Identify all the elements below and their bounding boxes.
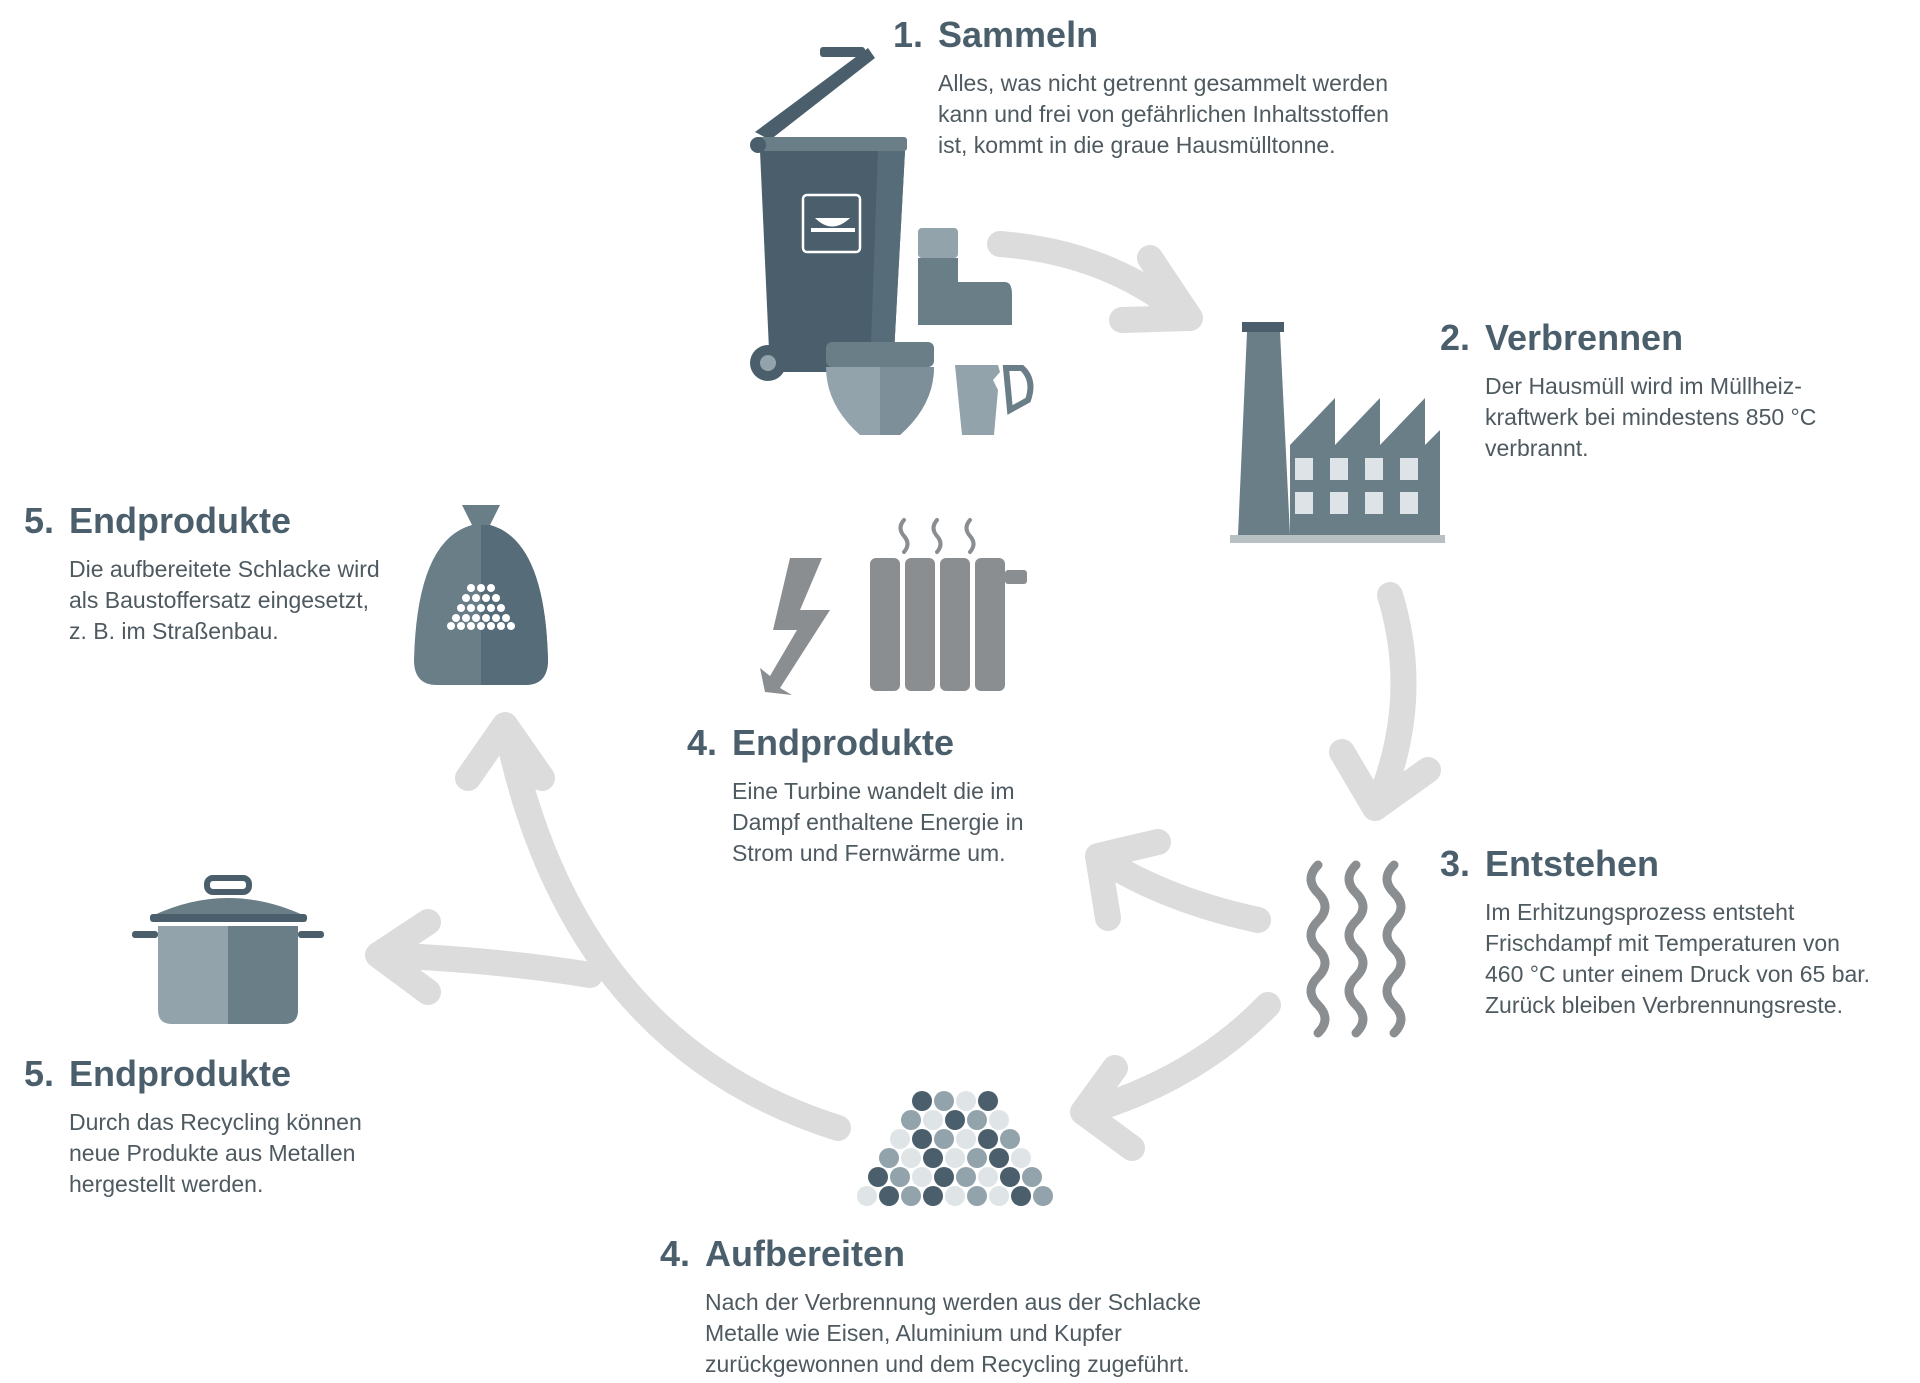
description-line: verbrannt. (1485, 435, 1589, 461)
step-description: Eine Turbine wandelt die im Dampf enthal… (732, 776, 1024, 869)
description-line: Alles, was nicht getrennt gesammelt werd… (938, 70, 1388, 96)
description-line: ist, kommt in die graue Hausmülltonne. (938, 132, 1336, 158)
step-title: Entstehen (1485, 843, 1660, 884)
arrow-entstehen-aufbereiten-head (1070, 1055, 1145, 1161)
steam-icon (1306, 860, 1406, 1038)
description-line: als Baustoffersatz eingesetzt, (69, 587, 370, 613)
description-line: Frischdampf mit Temperaturen von (1485, 930, 1840, 956)
description-line: z. B. im Straßenbau. (69, 618, 279, 644)
metal-pile-icon (857, 1091, 1053, 1206)
step-description: Die aufbereitete Schlacke wird als Baust… (69, 554, 380, 647)
step-title: Endprodukte (732, 722, 954, 763)
trash-bin-icon (750, 47, 907, 381)
description-line: Eine Turbine wandelt die im (732, 778, 1015, 804)
description-line: 460 °C unter einem Druck von 65 bar. (1485, 961, 1871, 987)
description-line: Dampf enthaltene Energie in (732, 809, 1024, 835)
arrow-sammeln-verbrennen-head (1109, 245, 1203, 333)
description-line: neue Produkte aus Metallen (69, 1140, 356, 1166)
description-line: Durch das Recycling können (69, 1109, 362, 1135)
step-number: 4. (660, 1233, 691, 1274)
arrow-entstehen-energie (1087, 845, 1271, 933)
arrow-aufbereiten-bau-head (455, 712, 555, 791)
description-line: Im Erhitzungsprozess entsteht (1485, 899, 1795, 925)
arrow-entstehen-energie-head (1085, 829, 1171, 931)
step-description: Im Erhitzungsprozess entsteht Frischdamp… (1485, 897, 1870, 1021)
arrow-aufbereiten-metall-head (365, 909, 441, 1005)
step-number: 5. (24, 500, 55, 541)
step-title: Aufbereiten (705, 1233, 906, 1274)
description-line: Metalle wie Eisen, Aluminium und Kupfer (705, 1320, 1122, 1346)
broken-cup-icon (955, 365, 1034, 435)
step-description: Nach der Verbrennung werden aus der Schl… (705, 1287, 1201, 1380)
description-line: Strom und Fernwärme um. (732, 840, 1006, 866)
arrow-verbrennen-entstehen (1365, 582, 1417, 818)
step-number: 3. (1440, 843, 1471, 884)
description-line: Zurück bleiben Verbrennungsreste. (1485, 992, 1843, 1018)
arrow-aufbereiten-metall (367, 942, 603, 988)
description-line: Der Hausmüll wird im Müllheiz- (1485, 373, 1802, 399)
radiator-icon (870, 518, 1027, 691)
step-title: Endprodukte (69, 500, 291, 541)
step-number: 1. (893, 14, 924, 55)
description-line: kann und frei von gefährlichen Inhaltsst… (938, 101, 1389, 127)
description-line: zurückgewonnen und dem Recycling zugefüh… (705, 1351, 1190, 1377)
arrow-verbrennen-entstehen-head (1329, 739, 1441, 821)
step-number: 5. (24, 1053, 55, 1094)
step-description: Durch das Recycling können neue Produkte… (69, 1107, 362, 1200)
lightning-icon (760, 558, 830, 695)
description-line: Nach der Verbrennung werden aus der Schl… (705, 1289, 1202, 1315)
step-description: Der Hausmüll wird im Müllheiz- kraftwerk… (1485, 371, 1816, 464)
diaper-icon (826, 342, 934, 435)
boot-icon (918, 228, 1012, 325)
arrow-aufbereiten-bau (495, 722, 851, 1141)
description-line: Die aufbereitete Schlacke wird (69, 556, 380, 582)
arrow-entstehen-aufbereiten (1072, 992, 1281, 1125)
description-line: kraftwerk bei mindestens 850 °C (1485, 404, 1817, 430)
step-description: Alles, was nicht getrennt gesammelt werd… (938, 68, 1389, 161)
step-title: Sammeln (938, 14, 1099, 55)
gravel-sack-icon (414, 505, 548, 685)
step-title: Verbrennen (1485, 317, 1684, 358)
step-title: Endprodukte (69, 1053, 291, 1094)
cooking-pot-icon (132, 875, 324, 1024)
factory-icon (1230, 322, 1445, 543)
step-number: 4. (687, 722, 718, 763)
step-number: 2. (1440, 317, 1471, 358)
description-line: hergestellt werden. (69, 1171, 264, 1197)
